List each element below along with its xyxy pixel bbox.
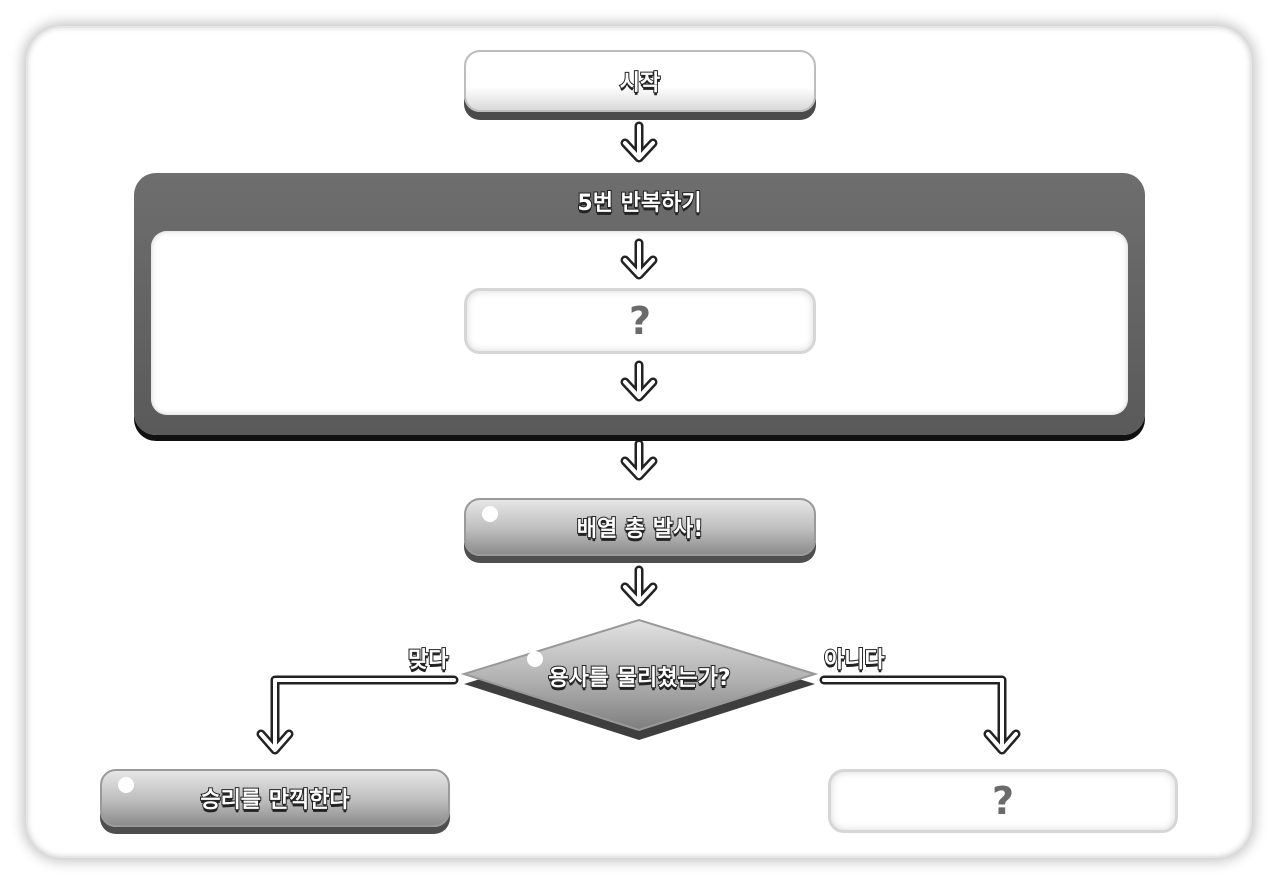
start-node-label: 시작 bbox=[619, 70, 662, 97]
start-node: 시작 bbox=[464, 50, 816, 112]
loop-step-label: ? bbox=[628, 299, 652, 343]
no-edge-label: 아니다 bbox=[823, 647, 886, 674]
arrow-loop-entry bbox=[625, 243, 653, 275]
no-result-placeholder[interactable]: ? bbox=[828, 769, 1178, 833]
no-result-label: ? bbox=[991, 779, 1015, 823]
loop-step-placeholder[interactable]: ? bbox=[464, 288, 816, 354]
gloss-dot bbox=[482, 506, 498, 522]
no-branch-connector bbox=[819, 675, 1021, 755]
gloss-dot bbox=[118, 777, 134, 793]
yes-result-node: 승리를 만끽한다 bbox=[100, 769, 450, 827]
decision-label: 용사를 물리쳤는가? bbox=[547, 665, 731, 692]
arrow-loop-exit bbox=[625, 365, 653, 397]
action-node: 배열 총 발사! bbox=[464, 498, 816, 556]
yes-result-label: 승리를 만끽한다 bbox=[199, 787, 350, 814]
loop-title: 5번 반복하기 bbox=[576, 190, 702, 217]
action-node-label: 배열 총 발사! bbox=[576, 516, 705, 543]
yes-branch-connector bbox=[256, 675, 459, 755]
yes-edge-label: 맞다 bbox=[407, 647, 450, 674]
decision-diamond bbox=[460, 618, 819, 740]
